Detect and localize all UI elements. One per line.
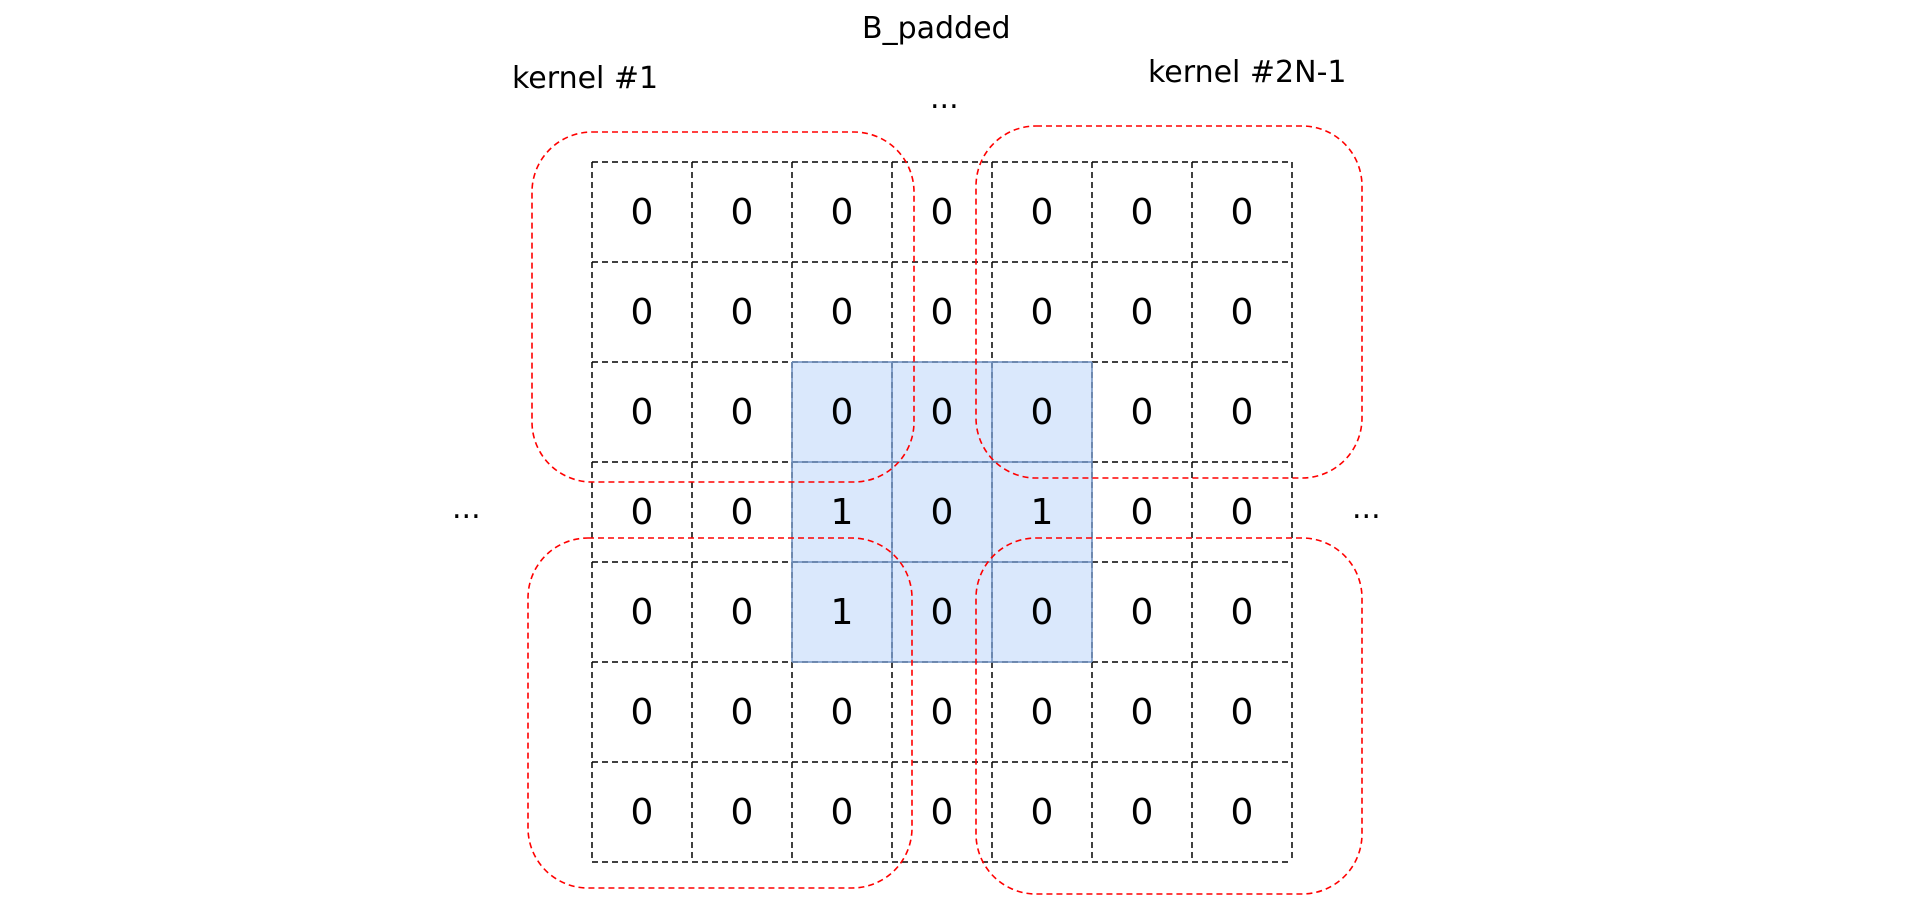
matrix-cell: 0 bbox=[992, 362, 1092, 462]
matrix-cell: 0 bbox=[892, 462, 992, 562]
matrix-cell: 0 bbox=[1130, 591, 1154, 633]
diagram-title: B_padded bbox=[862, 11, 1011, 46]
kernel-last-label: kernel #2N-1 bbox=[1148, 55, 1347, 90]
matrix-cell: 0 bbox=[1130, 491, 1154, 533]
matrix-cell: 0 bbox=[930, 191, 954, 233]
matrix-cell: 0 bbox=[1030, 691, 1054, 733]
matrix-cell: 0 bbox=[1230, 591, 1254, 633]
matrix-cell: 0 bbox=[630, 691, 654, 733]
matrix-cell: 0 bbox=[730, 491, 754, 533]
matrix-cell: 0 bbox=[730, 291, 754, 333]
matrix-cell: 0 bbox=[1230, 691, 1254, 733]
ellipsis-right: ... bbox=[1352, 491, 1381, 526]
matrix-cell: 0 bbox=[792, 362, 892, 462]
matrix-cell: 0 bbox=[730, 391, 754, 433]
matrix-cell: 0 bbox=[1130, 191, 1154, 233]
matrix-cell: 0 bbox=[1130, 391, 1154, 433]
matrix-cell: 0 bbox=[830, 691, 854, 733]
matrix-cell: 0 bbox=[1130, 291, 1154, 333]
matrix-cell: 0 bbox=[1230, 791, 1254, 833]
matrix-cell: 0 bbox=[1030, 191, 1054, 233]
matrix-cell: 0 bbox=[630, 791, 654, 833]
matrix-cell: 0 bbox=[630, 191, 654, 233]
matrix-cell: 0 bbox=[1230, 391, 1254, 433]
matrix-cell: 0 bbox=[992, 562, 1092, 662]
matrix-cell: 0 bbox=[730, 691, 754, 733]
matrix-cell: 0 bbox=[630, 491, 654, 533]
matrix-cell: 0 bbox=[930, 791, 954, 833]
matrix-cell: 0 bbox=[630, 591, 654, 633]
matrix-cell: 0 bbox=[892, 562, 992, 662]
matrix-cell: 0 bbox=[1030, 291, 1054, 333]
matrix-cell: 0 bbox=[1130, 691, 1154, 733]
matrix-cell: 0 bbox=[830, 191, 854, 233]
matrix-cell: 0 bbox=[1230, 491, 1254, 533]
matrix-cell: 1 bbox=[992, 462, 1092, 562]
matrix-cell: 0 bbox=[930, 291, 954, 333]
matrix-cell: 0 bbox=[892, 362, 992, 462]
matrix-cell: 0 bbox=[1230, 191, 1254, 233]
matrix-cell: 0 bbox=[1230, 291, 1254, 333]
ellipsis-left: ... bbox=[452, 491, 481, 526]
matrix-cell: 0 bbox=[630, 291, 654, 333]
matrix-cell: 0 bbox=[730, 791, 754, 833]
matrix-cell: 0 bbox=[830, 791, 854, 833]
matrix-cell: 0 bbox=[730, 191, 754, 233]
matrix-cell: 1 bbox=[792, 462, 892, 562]
matrix-cell: 1 bbox=[792, 562, 892, 662]
matrix-cell: 0 bbox=[930, 691, 954, 733]
kernel-first-label: kernel #1 bbox=[512, 61, 659, 96]
matrix-cell: 0 bbox=[830, 291, 854, 333]
ellipsis-top: ... bbox=[930, 81, 959, 116]
matrix-cell: 0 bbox=[1130, 791, 1154, 833]
matrix-cell: 0 bbox=[730, 591, 754, 633]
matrix-cell: 0 bbox=[1030, 791, 1054, 833]
matrix-cell: 0 bbox=[630, 391, 654, 433]
